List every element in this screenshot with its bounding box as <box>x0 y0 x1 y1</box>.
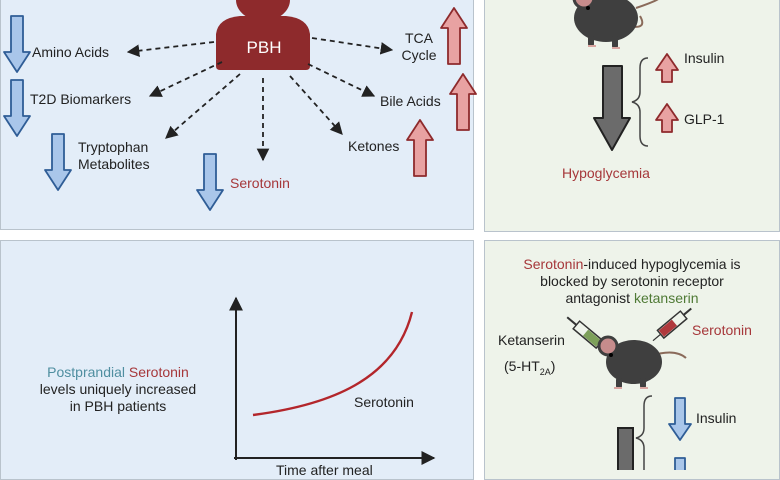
arrow-to-tryptophan <box>165 73 241 139</box>
hormone-glp1: GLP-1 <box>684 111 725 127</box>
mouse-hypoglycemia-panel <box>484 0 780 232</box>
down-arrow-icon <box>674 457 686 470</box>
up-arrow-icon <box>440 7 468 65</box>
pbh-label: PBH <box>246 38 282 57</box>
down-arrow-icon <box>44 133 72 191</box>
item-t2d-biomarkers: T2D Biomarkers <box>30 91 132 107</box>
label-serotonin-injection: Serotonin <box>692 322 752 338</box>
br-title-serotonin: Serotonin <box>523 256 584 272</box>
mouse-icon <box>597 335 687 389</box>
item-tca-cycle: TCA Cycle <box>401 30 437 63</box>
postprandial-caption-line2: levels uniquely increased <box>39 381 197 397</box>
serotonin-curve <box>252 311 414 417</box>
arrow-to-t2d <box>148 61 223 97</box>
item-tryptophan-metabolites: Tryptophan Metabolites <box>78 139 150 172</box>
hormone-insulin: Insulin <box>684 50 725 66</box>
glucose-bar <box>617 427 634 470</box>
bottom-left-graphics <box>229 296 436 465</box>
glucose-down-arrow-icon <box>593 65 631 151</box>
postprandial-caption-line3: in PBH patients <box>69 398 167 414</box>
glp1-up-arrow-icon <box>655 103 679 133</box>
mouse-icon <box>572 0 659 49</box>
down-arrow-icon <box>3 15 31 73</box>
item-bile-acids: Bile Acids <box>380 93 441 109</box>
arrow-to-tca <box>311 37 394 55</box>
arrow-to-ketones <box>289 75 343 135</box>
item-ketones: Ketones <box>348 138 400 154</box>
brace <box>635 395 653 470</box>
bottom-right-graphics <box>566 307 692 470</box>
up-arrow-icon <box>406 119 434 177</box>
syringe-icon <box>566 316 608 352</box>
br-title-line2: blocked by serotonin receptor <box>540 273 724 289</box>
outcome-hypoglycemia: Hypoglycemia <box>562 165 650 181</box>
top-right-graphics <box>572 0 679 151</box>
down-arrow-icon <box>196 153 224 211</box>
person-icon <box>216 0 310 70</box>
insulin-down-arrow-icon <box>668 397 692 441</box>
hormone-insulin-blocked: Insulin <box>696 410 737 426</box>
item-serotonin: Serotonin <box>230 175 290 191</box>
br-title-antagonist: antagonist <box>565 290 631 306</box>
caption-postprandial: Postprandial <box>47 364 125 380</box>
syringe-icon <box>652 307 692 342</box>
diagram-graphics <box>3 0 477 211</box>
brace <box>631 57 649 147</box>
br-title-rest: -induced hypoglycemia is <box>583 256 741 272</box>
curve-label-serotonin: Serotonin <box>354 394 414 410</box>
postprandial-caption-line1: Postprandial Serotonin <box>20 364 216 381</box>
label-5ht2a: (5-HT2A) <box>504 358 556 377</box>
br-title-line1: Serotonin-induced hypoglycemia is <box>490 256 774 273</box>
caption-serotonin: Serotonin <box>128 364 189 380</box>
up-arrow-icon <box>449 73 477 131</box>
insulin-up-arrow-icon <box>655 53 679 83</box>
connector-arrows <box>126 37 394 162</box>
br-title-line3: antagonist ketanserin <box>490 290 774 307</box>
arrow-to-amino-acids <box>126 41 215 57</box>
down-arrow-icon <box>3 79 31 137</box>
label-ketanserin: Ketanserin <box>498 332 565 348</box>
br-title-ketanserin: ketanserin <box>633 290 699 306</box>
arrow-to-bile-acids <box>307 63 376 97</box>
item-amino-acids: Amino Acids <box>32 44 110 60</box>
